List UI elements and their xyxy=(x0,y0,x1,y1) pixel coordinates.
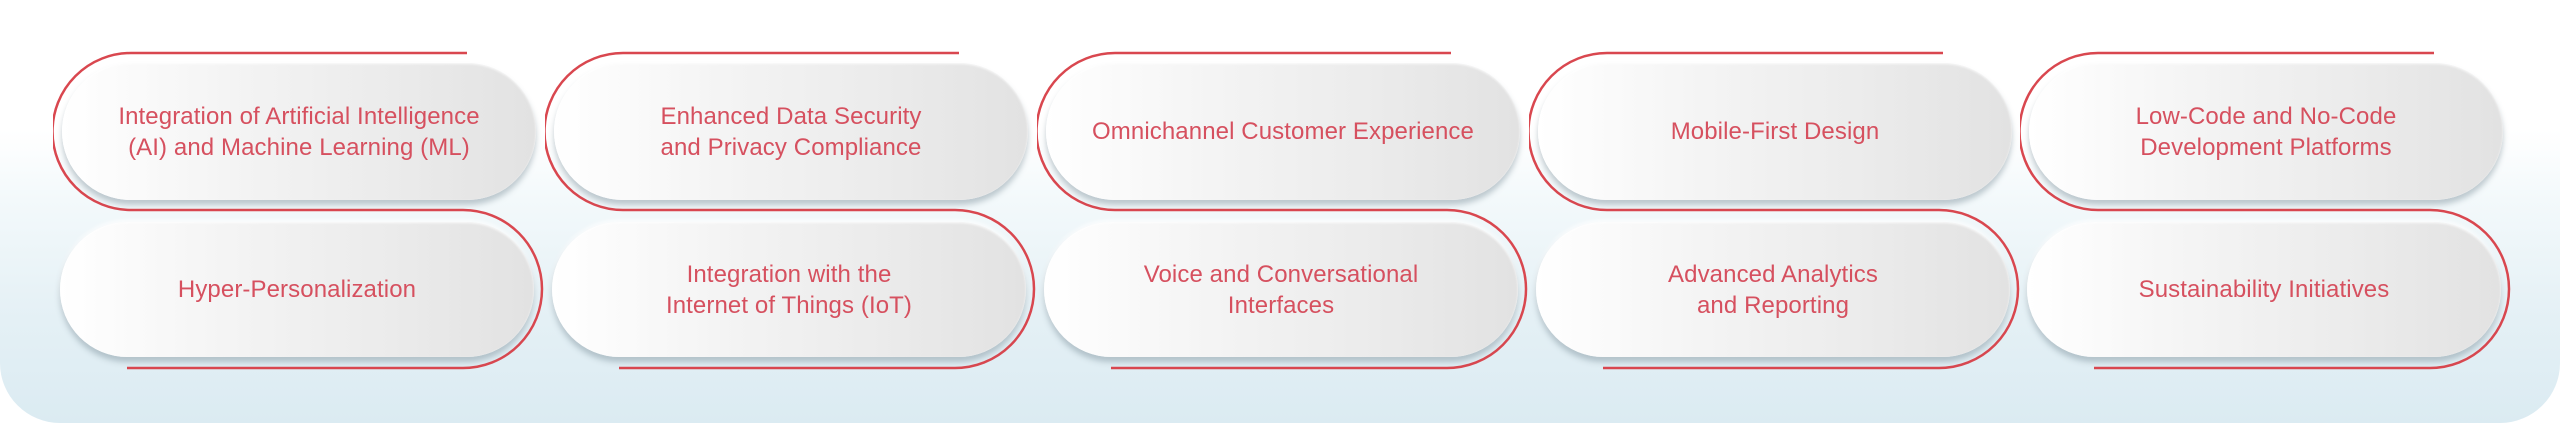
trend-label: Voice and Conversational Interfaces xyxy=(1143,260,1419,319)
connector-outline-3 xyxy=(1037,51,1528,370)
trend-label: Omnichannel Customer Experience xyxy=(1092,118,1474,145)
connector-outline-4 xyxy=(1529,51,2020,370)
trend-column-3: Omnichannel Customer Experience Voice an… xyxy=(1037,0,1528,423)
trend-card-sustainability: Sustainability Initiatives xyxy=(2027,222,2501,357)
trend-label: Advanced Analytics and Reporting xyxy=(1668,260,1878,319)
trend-card-mobile-first: Mobile-First Design xyxy=(1538,63,2012,200)
trend-card-voice-interfaces: Voice and Conversational Interfaces xyxy=(1044,222,1518,357)
trend-label: Mobile-First Design xyxy=(1670,118,1880,145)
connector-outline-5 xyxy=(2020,51,2511,370)
trend-card-data-security: Enhanced Data Security and Privacy Compl… xyxy=(554,63,1028,200)
trend-label: Hyper-Personalization xyxy=(177,276,417,303)
trend-label: Integration of Artificial Intelligence (… xyxy=(118,102,480,161)
trend-card-iot: Integration with the Internet of Things … xyxy=(552,222,1026,357)
trend-label: Low-Code and No-Code Development Platfor… xyxy=(2135,102,2397,161)
trend-card-hyper-personalization: Hyper-Personalization xyxy=(60,222,534,357)
trend-column-4: Mobile-First Design Advanced Analytics a… xyxy=(1529,0,2020,423)
trend-card-ai-ml: Integration of Artificial Intelligence (… xyxy=(62,63,536,200)
trend-column-2: Enhanced Data Security and Privacy Compl… xyxy=(545,0,1036,423)
trend-label: Enhanced Data Security and Privacy Compl… xyxy=(660,102,922,161)
trend-card-low-code: Low-Code and No-Code Development Platfor… xyxy=(2029,63,2503,200)
trend-card-omnichannel: Omnichannel Customer Experience xyxy=(1046,63,1520,200)
trend-label: Integration with the Internet of Things … xyxy=(665,260,913,319)
trend-column-1: Integration of Artificial Intelligence (… xyxy=(53,0,544,423)
trend-column-5: Low-Code and No-Code Development Platfor… xyxy=(2020,0,2511,423)
connector-outline-2 xyxy=(545,51,1036,370)
trend-card-analytics: Advanced Analytics and Reporting xyxy=(1536,222,2010,357)
connector-outline-1 xyxy=(53,51,544,370)
trend-label: Sustainability Initiatives xyxy=(2138,276,2390,303)
